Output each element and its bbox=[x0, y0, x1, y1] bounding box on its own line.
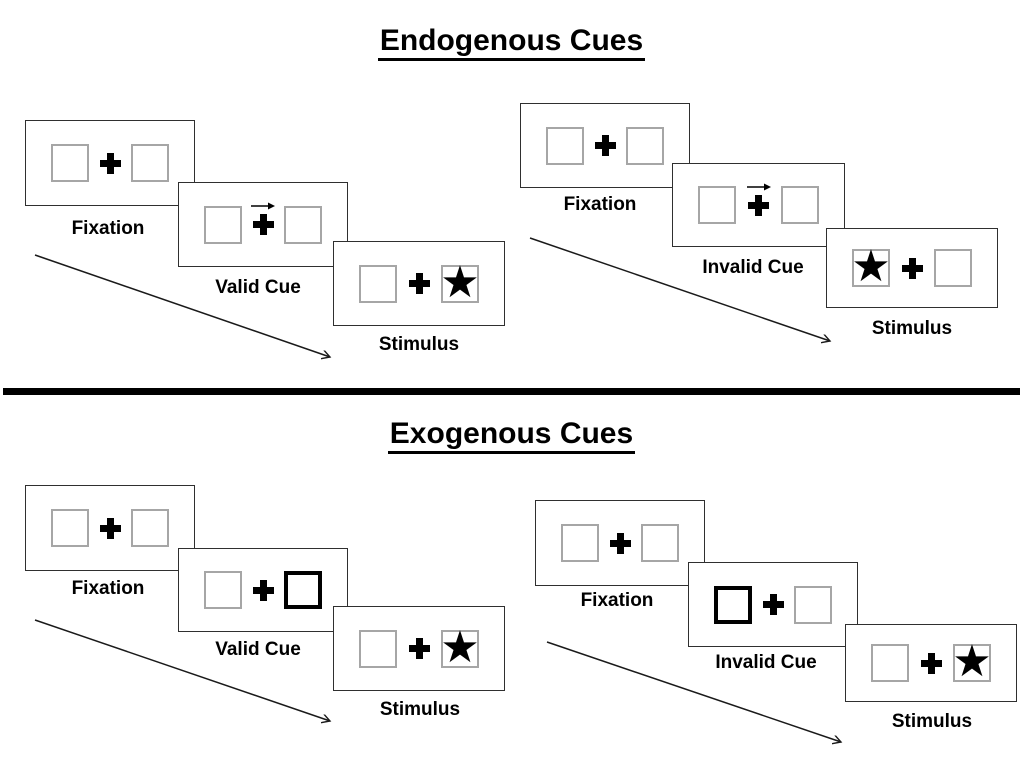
panel-label: Valid Cue bbox=[215, 277, 301, 298]
fixation-cross bbox=[408, 638, 430, 659]
left-target-box: ★ bbox=[851, 241, 891, 292]
panel-exogenous-invalid-cue bbox=[688, 562, 858, 647]
star-icon: ★ bbox=[952, 636, 992, 687]
right-target-box: ★ bbox=[440, 621, 480, 673]
panel-label: Invalid Cue bbox=[715, 652, 817, 673]
plus-icon bbox=[252, 214, 274, 235]
section-divider bbox=[3, 388, 1020, 395]
right-placeholder-box bbox=[626, 126, 664, 165]
panel-endogenous-invalid-stimulus: ★ bbox=[826, 228, 998, 308]
panel-endogenous-invalid-cue bbox=[672, 163, 845, 247]
plus-icon bbox=[99, 517, 121, 539]
section-title-endogenous: Endogenous Cues bbox=[0, 24, 1023, 61]
left-placeholder-box bbox=[359, 264, 397, 303]
plus-icon bbox=[609, 532, 631, 554]
left-placeholder-box bbox=[698, 186, 736, 224]
panel-label: Invalid Cue bbox=[702, 257, 804, 278]
left-placeholder-box bbox=[871, 644, 909, 682]
plus-icon bbox=[99, 152, 121, 174]
right-placeholder-box bbox=[781, 186, 819, 224]
right-placeholder-box bbox=[284, 205, 322, 244]
timeline-arrow-exogenous-valid bbox=[34, 619, 330, 721]
plus-icon bbox=[408, 273, 430, 294]
right-placeholder-box bbox=[934, 249, 972, 287]
panel-label: Fixation bbox=[580, 590, 654, 611]
panel-endogenous-valid-cue bbox=[178, 182, 348, 267]
right-placeholder-box bbox=[131, 144, 169, 182]
right-placeholder-box bbox=[131, 509, 169, 547]
panel-label: Stimulus bbox=[891, 711, 973, 732]
timeline-arrow-endogenous-valid bbox=[34, 254, 330, 357]
fixation-cross bbox=[99, 152, 121, 174]
fixation-cross bbox=[762, 594, 784, 615]
left-placeholder-box bbox=[359, 629, 397, 668]
panel-endogenous-invalid-fixation bbox=[520, 103, 690, 188]
right-target-box: ★ bbox=[952, 636, 992, 687]
section-title-text: Endogenous Cues bbox=[377, 24, 646, 61]
panel-label: Fixation bbox=[563, 194, 637, 215]
plus-icon bbox=[762, 594, 784, 615]
panel-endogenous-valid-fixation bbox=[25, 120, 195, 206]
panel-exogenous-invalid-stimulus: ★ bbox=[845, 624, 1017, 702]
plus-icon bbox=[901, 257, 923, 279]
plus-icon bbox=[408, 638, 430, 659]
fixation-cross bbox=[594, 135, 616, 156]
cue-arrow-right-icon bbox=[251, 202, 275, 210]
plus-icon bbox=[748, 194, 769, 216]
left-placeholder-box bbox=[51, 144, 89, 182]
fixation-cross bbox=[920, 652, 942, 674]
panel-label: Stimulus bbox=[871, 318, 953, 339]
left-placeholder-box bbox=[561, 524, 599, 562]
section-title-text: Exogenous Cues bbox=[387, 417, 636, 454]
fixation-cross bbox=[408, 273, 430, 294]
panel-exogenous-invalid-fixation bbox=[535, 500, 705, 586]
fixation-cross bbox=[251, 202, 275, 235]
left-placeholder-box bbox=[204, 571, 242, 609]
left-placeholder-box bbox=[204, 205, 242, 244]
plus-icon bbox=[594, 135, 616, 156]
panel-label: Valid Cue bbox=[215, 639, 301, 660]
panel-exogenous-valid-cue bbox=[178, 548, 348, 632]
panel-exogenous-valid-stimulus: ★ bbox=[333, 606, 505, 691]
plus-icon bbox=[920, 652, 942, 674]
section-title-exogenous: Exogenous Cues bbox=[0, 417, 1023, 454]
panel-exogenous-valid-fixation bbox=[25, 485, 195, 571]
fixation-cross bbox=[609, 532, 631, 554]
panel-label: Fixation bbox=[71, 218, 145, 239]
star-icon: ★ bbox=[851, 241, 891, 292]
panel-endogenous-valid-stimulus: ★ bbox=[333, 241, 505, 326]
fixation-cross bbox=[99, 517, 121, 539]
right-target-box: ★ bbox=[440, 256, 480, 308]
left-placeholder-box bbox=[51, 509, 89, 547]
left-placeholder-box bbox=[546, 126, 584, 165]
panel-label: Stimulus bbox=[378, 334, 460, 355]
fixation-cross bbox=[252, 579, 274, 601]
panel-label: Stimulus bbox=[379, 699, 461, 720]
right-placeholder-box bbox=[641, 524, 679, 562]
timeline-arrow-endogenous-invalid bbox=[529, 237, 830, 341]
left-highlighted-cue-box bbox=[714, 585, 752, 624]
right-highlighted-cue-box bbox=[284, 571, 322, 609]
cue-arrow-right-icon bbox=[746, 183, 771, 190]
timeline-arrow-exogenous-invalid bbox=[546, 641, 841, 742]
right-placeholder-box bbox=[794, 585, 832, 624]
star-icon: ★ bbox=[440, 621, 480, 673]
plus-icon bbox=[252, 579, 274, 601]
fixation-cross bbox=[746, 183, 771, 216]
star-icon: ★ bbox=[440, 256, 480, 308]
fixation-cross bbox=[901, 257, 923, 279]
panel-label: Fixation bbox=[71, 578, 145, 599]
